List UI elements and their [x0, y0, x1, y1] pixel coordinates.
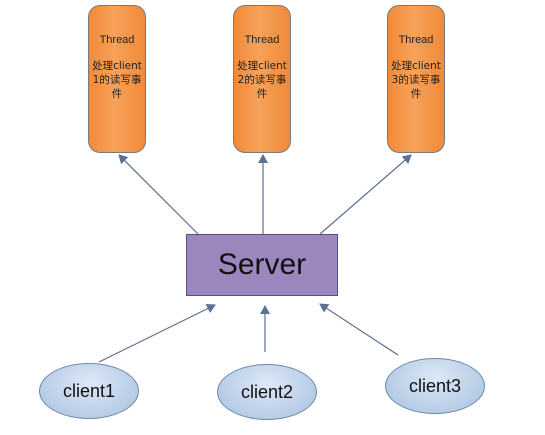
- thread-description: 处理client1的读写事件: [92, 60, 142, 100]
- arrow-server-to-thread1: [118, 154, 199, 235]
- client-label: client1: [62, 380, 116, 401]
- client-node-2: client2: [217, 364, 317, 420]
- client-node-1: client1: [39, 363, 139, 419]
- arrow-client3-to-server: [319, 303, 399, 356]
- arrow-server-to-thread3: [319, 154, 412, 235]
- thread-description: 处理client3的读写事件: [391, 60, 441, 100]
- thread-box-3: Thread 处理client3的读写事件: [387, 5, 445, 153]
- client-label: client2: [240, 381, 294, 402]
- server-box: Server: [186, 234, 338, 296]
- arrow-client1-to-server: [98, 304, 216, 363]
- thread-title: Thread: [99, 34, 135, 46]
- thread-title: Thread: [244, 34, 280, 46]
- client-label: client3: [408, 375, 462, 396]
- client-node-3: client3: [385, 358, 485, 414]
- thread-description: 处理client2的读写事件: [237, 60, 287, 100]
- thread-title: Thread: [398, 34, 434, 46]
- thread-box-1: Thread 处理client1的读写事件: [88, 5, 146, 153]
- server-label: Server: [217, 248, 307, 281]
- thread-box-2: Thread 处理client2的读写事件: [233, 5, 291, 153]
